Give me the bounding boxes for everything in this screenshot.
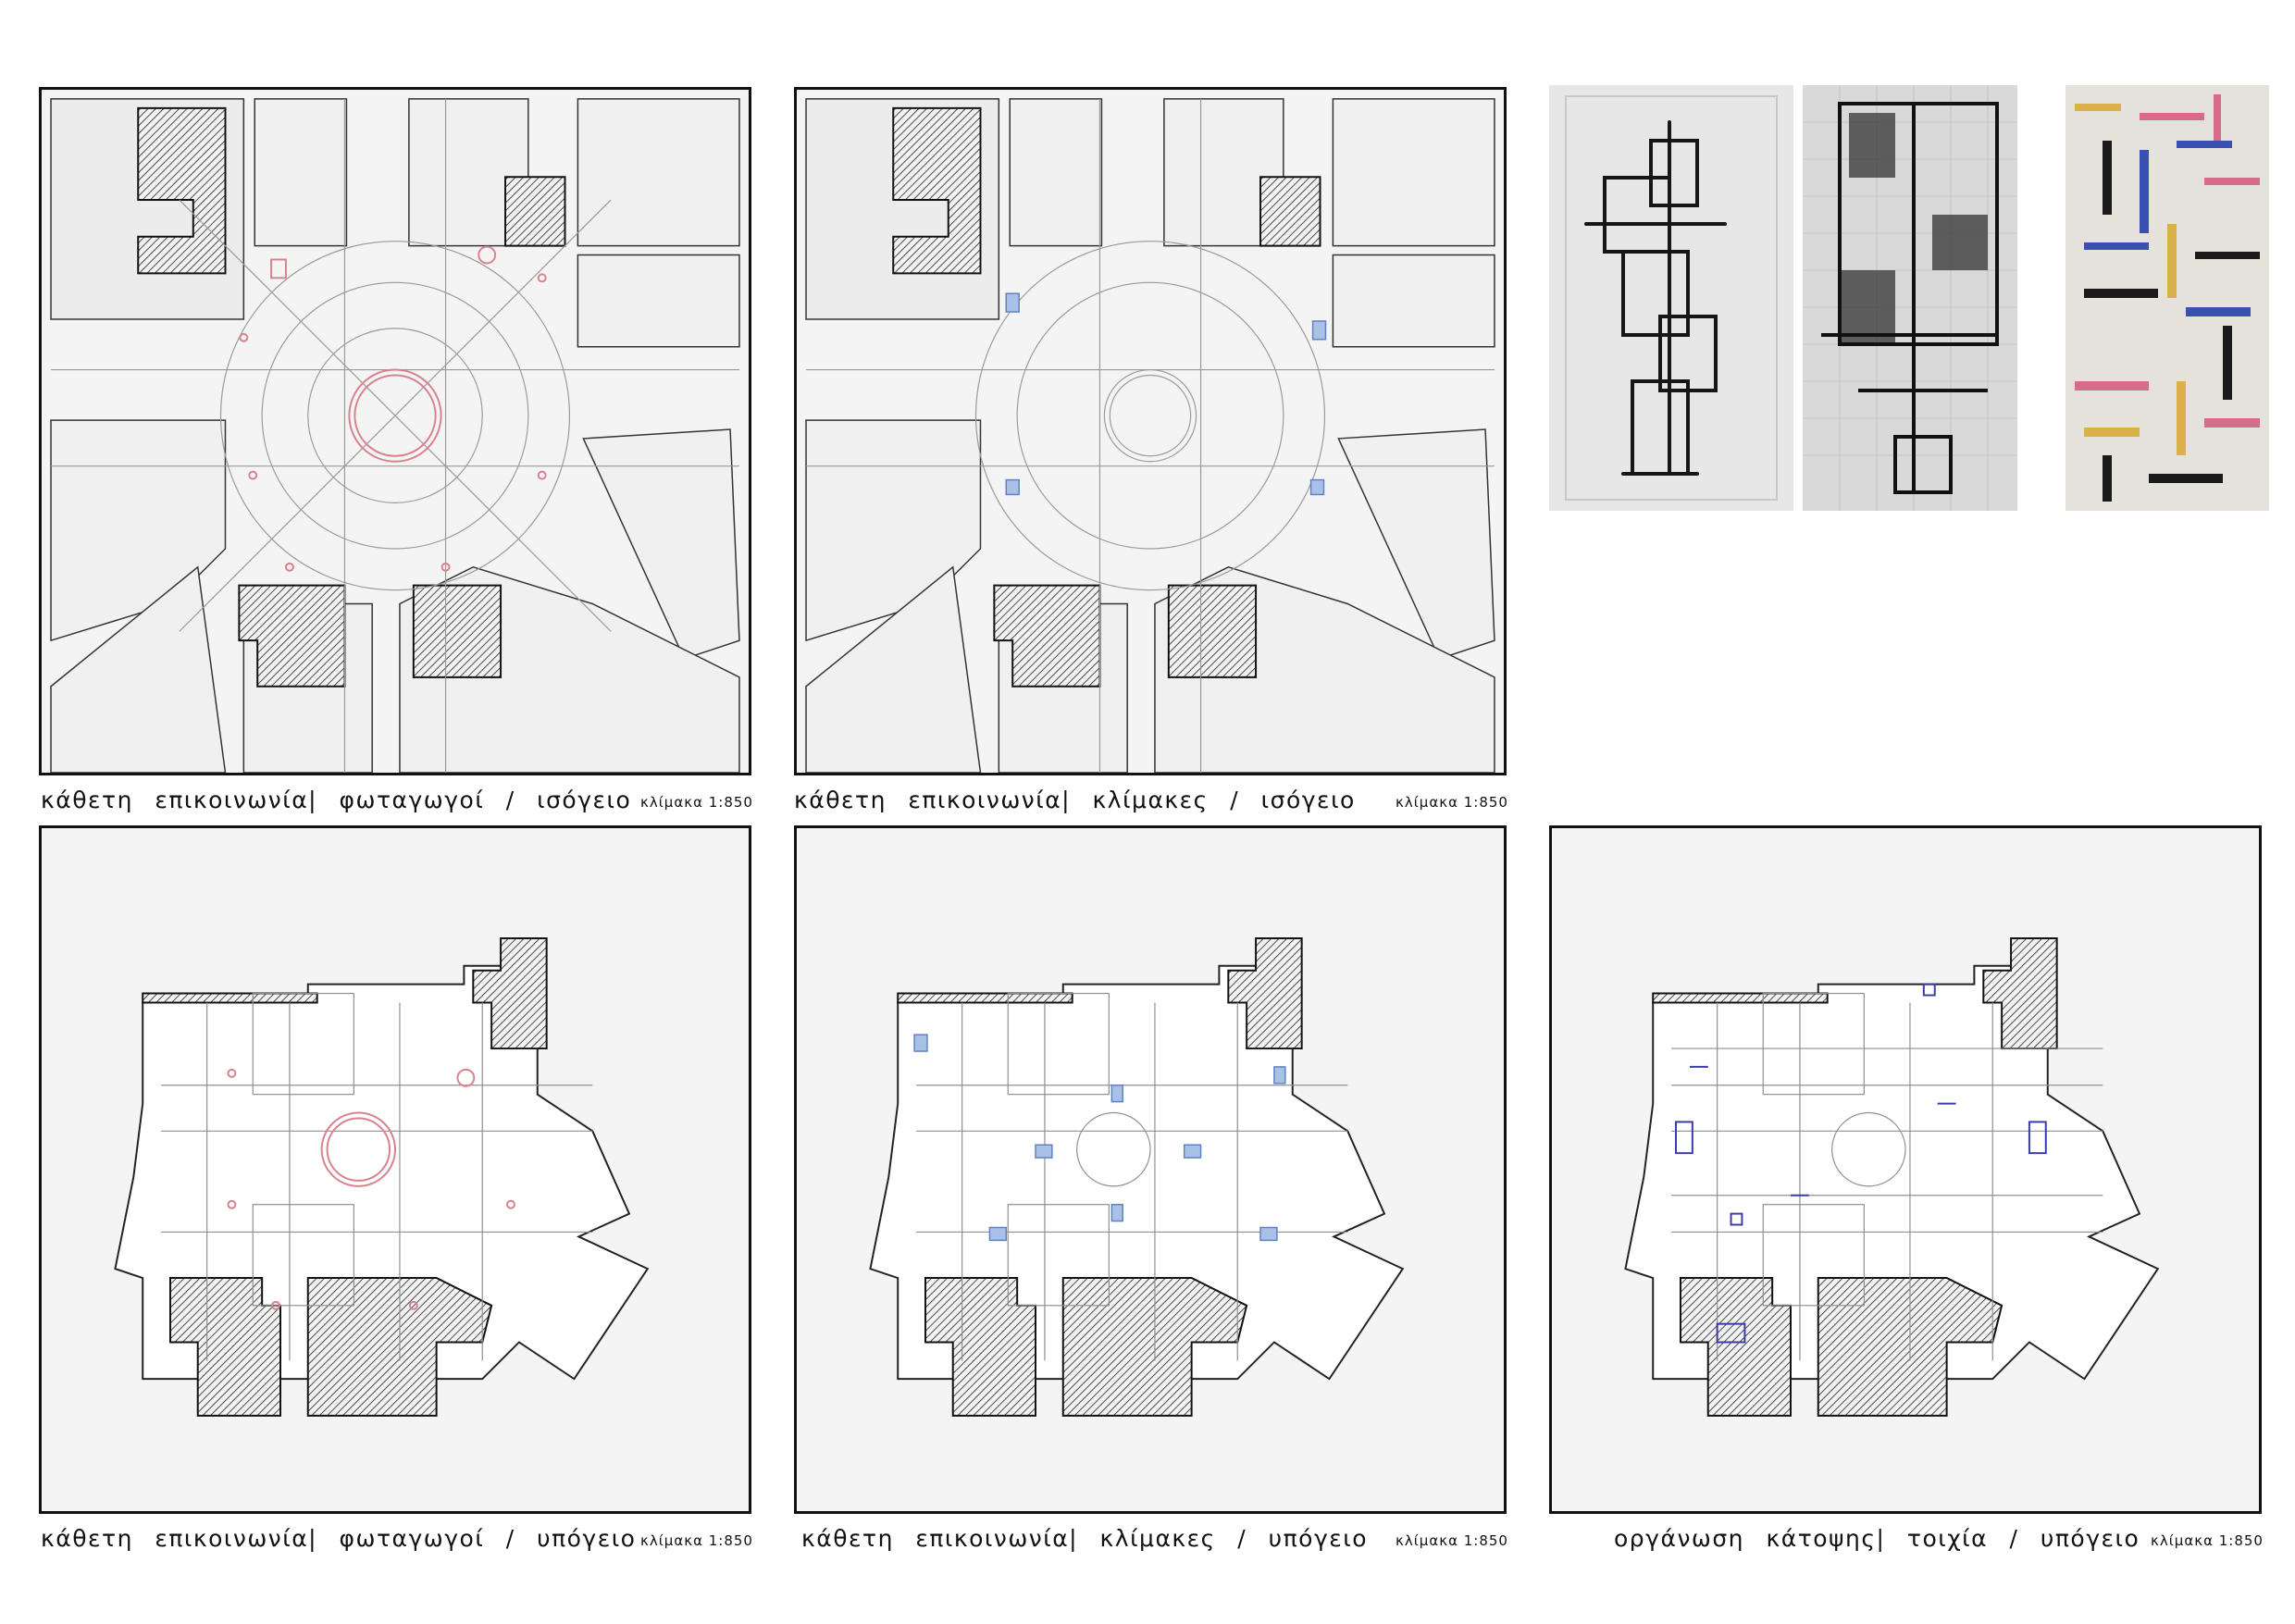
ground-plan-drawing — [805, 98, 1495, 773]
plan-basement-lightwells — [39, 825, 751, 1514]
caption-ground-lightwells: κάθετη επικοινωνία| φωταγωγοί / ισόγειο — [41, 787, 632, 813]
reference-painting — [2066, 85, 2269, 511]
caption-ground-stairs: κάθετη επικοινωνία| κλίμακες / ισόγειο — [794, 787, 1356, 813]
color-bar-painting — [2066, 85, 2269, 511]
reference-sketch-pencil — [1549, 85, 1793, 511]
scale-basement-stairs: κλίμακα 1:850 — [1396, 1532, 1508, 1549]
scale-ground-stairs: κλίμακα 1:850 — [1396, 794, 1508, 811]
grid-sketch — [1803, 85, 2017, 511]
scale-basement-walls: κλίμακα 1:850 — [2151, 1532, 2264, 1549]
plan-ground-lightwells — [39, 87, 751, 775]
caption-basement-stairs: κάθετη επικοινωνία| κλίμακες / υπόγειο — [801, 1525, 1369, 1552]
basement-plan-drawing — [869, 937, 1405, 1417]
plan-basement-stairs — [794, 825, 1507, 1514]
plan-basement-walls — [1549, 825, 2262, 1514]
reference-sketch-grid — [1803, 85, 2017, 511]
pencil-sketch — [1549, 85, 1793, 511]
ground-plan-drawing — [50, 98, 740, 773]
caption-basement-lightwells: κάθετη επικοινωνία| φωταγωγοί / υπόγειο — [41, 1525, 637, 1552]
scale-basement-lightwells: κλίμακα 1:850 — [640, 1532, 753, 1549]
basement-plan-drawing — [114, 937, 650, 1417]
plan-ground-stairs — [794, 87, 1507, 775]
caption-basement-walls: οργάνωση κάτοψης| τοιχία / υπόγειο — [1614, 1525, 2140, 1552]
basement-plan-drawing — [1624, 937, 2160, 1417]
scale-ground-lightwells: κλίμακα 1:850 — [640, 794, 753, 811]
